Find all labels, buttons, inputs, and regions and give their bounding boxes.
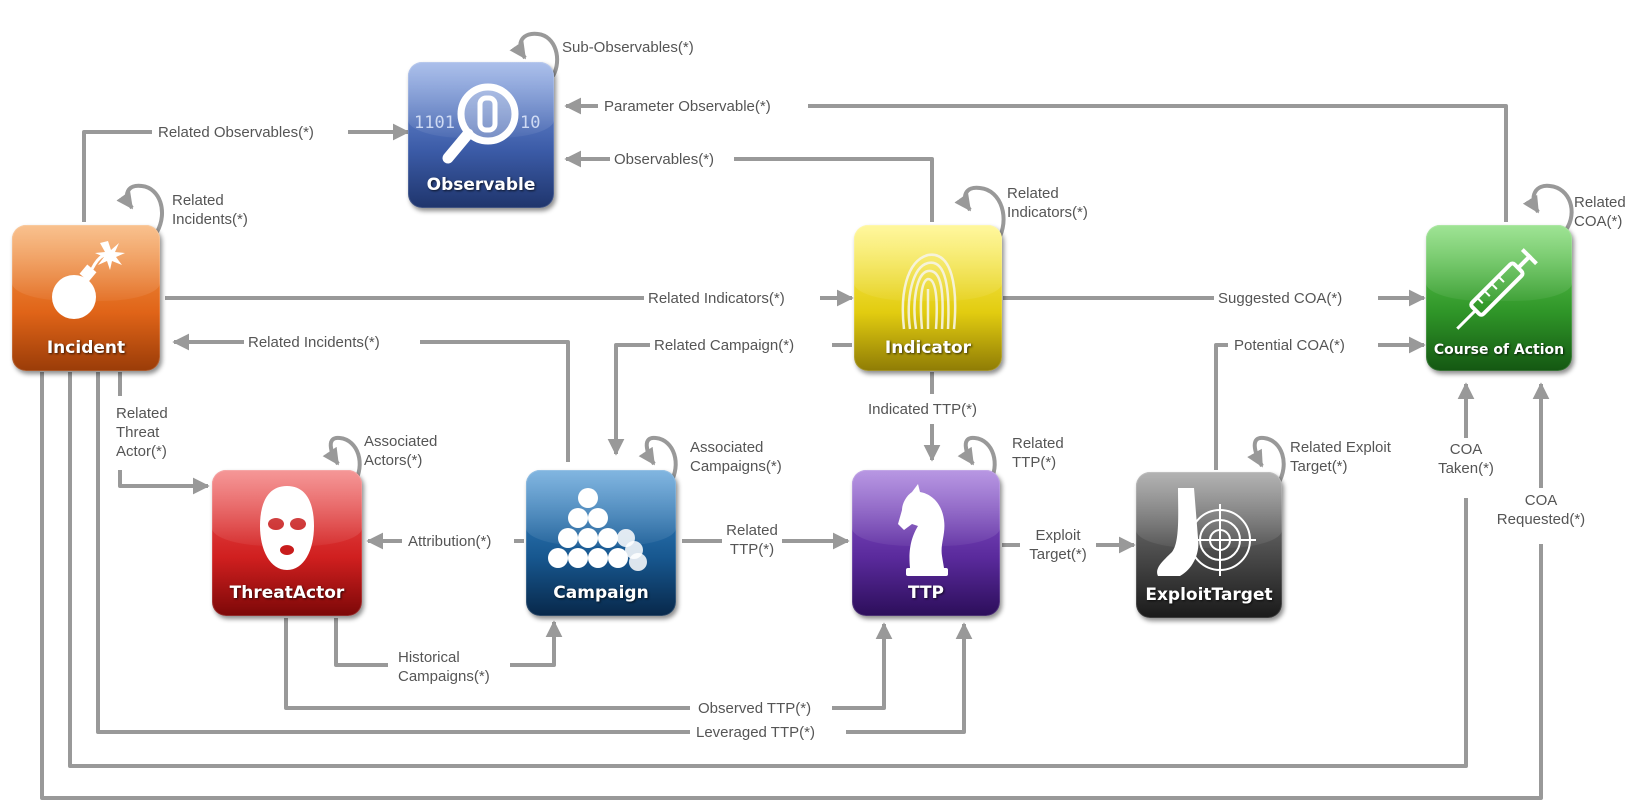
loop-related-ttp bbox=[957, 435, 997, 486]
exploit-target-label: ExploitTarget bbox=[1145, 585, 1273, 605]
observable-node[interactable]: 1101 10 Observable bbox=[408, 62, 554, 208]
incident-node[interactable]: Incident bbox=[12, 225, 160, 371]
edge-label-attribution: Attribution(*) bbox=[408, 533, 492, 550]
ttp-label: TTP bbox=[907, 583, 945, 603]
cannonball-pyramid-icon bbox=[548, 488, 647, 571]
threat-actor-label: ThreatActor bbox=[229, 583, 345, 603]
edge-label-sub-observables: Sub-Observables(*) bbox=[562, 39, 694, 56]
edge-label-related-campaign: Related Campaign(*) bbox=[654, 337, 795, 354]
edge-label-related-observables: Related Observables(*) bbox=[158, 124, 314, 141]
loop-related-exploit-target bbox=[1247, 435, 1286, 486]
loop-related-incidents bbox=[116, 183, 164, 233]
edge-label-indicated-ttp: Indicated TTP(*) bbox=[868, 401, 977, 418]
loop-related-indicators bbox=[954, 185, 1006, 242]
incident-label: Incident bbox=[46, 338, 126, 358]
syringe-icon bbox=[1456, 248, 1538, 330]
svg-text:10: 10 bbox=[520, 113, 540, 133]
edge-label-suggested-coa: Suggested COA(*) bbox=[1218, 290, 1343, 307]
campaign-node[interactable]: Campaign bbox=[526, 470, 676, 616]
course-of-action-label: Course of Action bbox=[1433, 342, 1565, 358]
edge-label-related-incidents: Related Incidents(*) bbox=[248, 334, 380, 351]
threat-actor-node[interactable]: ThreatActor bbox=[212, 470, 362, 616]
ttp-node[interactable]: TTP bbox=[852, 470, 1000, 616]
magnifier-binary-icon: 1101 10 bbox=[414, 83, 540, 164]
chess-knight-icon bbox=[898, 484, 948, 576]
edge-label-parameter-observable: Parameter Observable(*) bbox=[604, 98, 771, 115]
exploit-target-node[interactable]: ExploitTarget bbox=[1136, 472, 1282, 618]
loop-associated-actors bbox=[322, 435, 362, 486]
svg-text:1101: 1101 bbox=[414, 113, 455, 133]
edge-label-potential-coa: Potential COA(*) bbox=[1234, 337, 1345, 354]
edge-label-observables: Observables(*) bbox=[614, 151, 715, 168]
indicator-label: Indicator bbox=[884, 338, 972, 358]
bomb-icon bbox=[52, 241, 125, 319]
loop-associated-campaigns bbox=[638, 435, 678, 486]
indicator-node[interactable]: Indicator bbox=[854, 225, 1002, 371]
edge-label-observed-ttp: Observed TTP(*) bbox=[698, 700, 812, 717]
loop-sub-observables bbox=[509, 31, 559, 77]
loop-related-coa bbox=[1522, 183, 1574, 232]
heel-target-icon bbox=[1157, 488, 1256, 576]
course-of-action-node[interactable]: Course of Action bbox=[1426, 225, 1572, 371]
campaign-label: Campaign bbox=[553, 583, 649, 603]
balaclava-mask-icon bbox=[260, 486, 314, 570]
edge-label-leveraged-ttp: Leveraged TTP(*) bbox=[696, 724, 815, 741]
edge-label-related-indicators: Related Indicators(*) bbox=[648, 290, 785, 307]
observable-label: Observable bbox=[426, 175, 536, 195]
fingerprint-icon bbox=[901, 253, 957, 330]
